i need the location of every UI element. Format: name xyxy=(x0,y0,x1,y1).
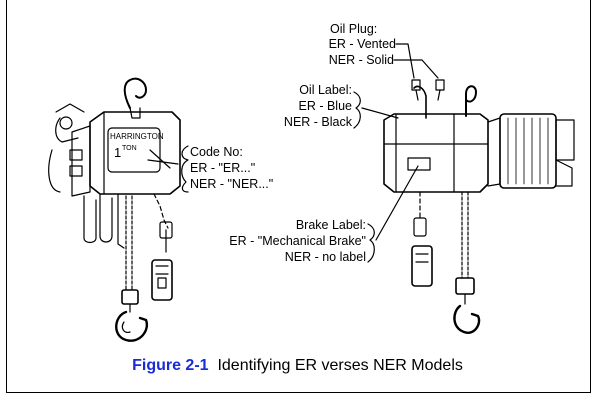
oil-plug-leader-er xyxy=(395,43,415,79)
figure-title: Identifying ER verses NER Models xyxy=(217,357,463,374)
code-label-bracket xyxy=(181,145,189,193)
oil-label-leader xyxy=(361,107,399,119)
oil-label-bracket xyxy=(353,91,361,129)
brake-label-bracket xyxy=(367,223,375,263)
brake-label-leader xyxy=(375,165,419,241)
code-label-er: ER - "ER..." xyxy=(190,161,256,175)
figure-number: Figure 2-1 xyxy=(132,357,209,374)
code-label-leader xyxy=(147,159,179,165)
oil-plug-ner: NER - Solid xyxy=(328,53,394,67)
oil-label-ner: NER - Black xyxy=(283,115,352,129)
oil-plug-er: ER - Vented xyxy=(328,37,396,51)
figure-frame xyxy=(6,0,591,393)
brake-label-er: ER - "Mechanical Brake" xyxy=(229,234,366,248)
right-hoist-drawing xyxy=(383,79,575,334)
brake-label-title: Brake Label: xyxy=(295,218,366,232)
nameplate-capacity: 1 xyxy=(114,145,122,160)
oil-label-er: ER - Blue xyxy=(298,99,353,113)
code-label-title: Code No: xyxy=(190,145,243,159)
left-hoist-drawing xyxy=(48,77,181,342)
oil-plug-leader-ner xyxy=(393,59,439,79)
figure-caption: Figure 2-1 Identifying ER verses NER Mod… xyxy=(0,357,595,375)
nameplate-brand: HARRINGTON xyxy=(110,132,164,141)
nameplate-unit: TON xyxy=(122,145,137,152)
oil-label-title: Oil Label: xyxy=(299,83,352,97)
brake-label-ner: NER - no label xyxy=(284,250,366,264)
code-label-ner: NER - "NER..." xyxy=(190,177,274,191)
oil-plug-title: Oil Plug: xyxy=(330,22,378,36)
